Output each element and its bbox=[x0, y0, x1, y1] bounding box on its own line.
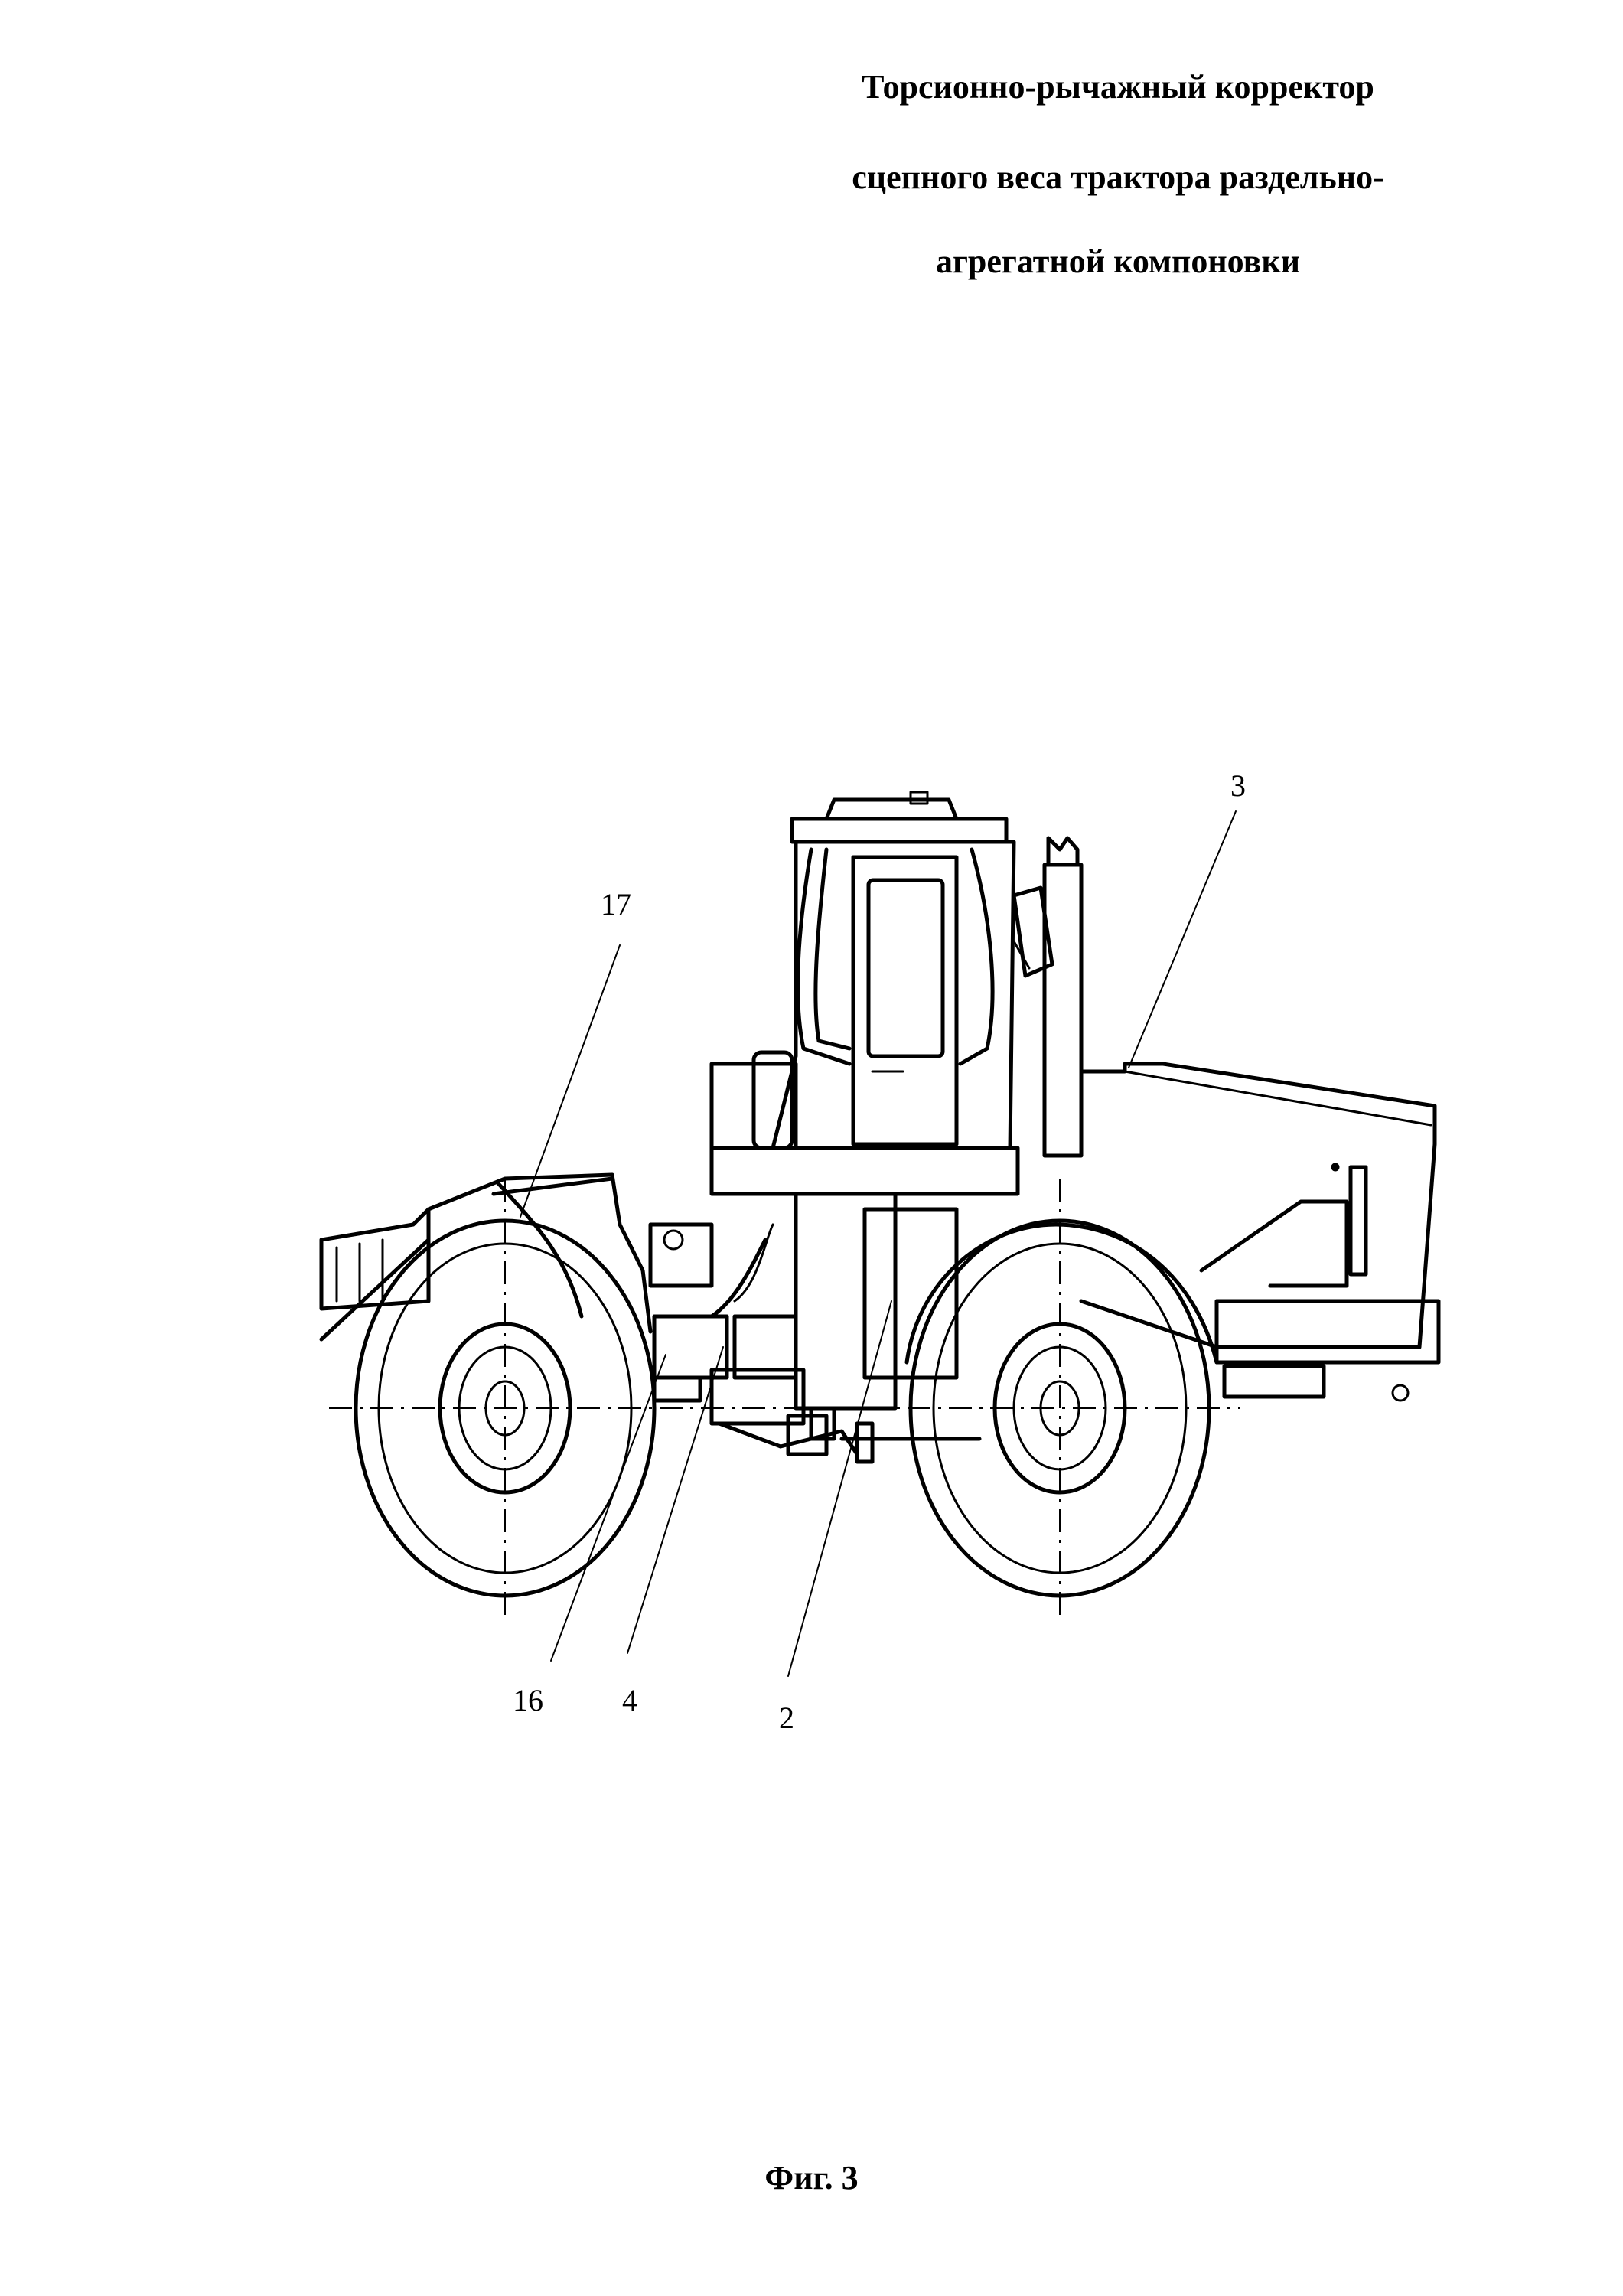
exhaust-stack bbox=[1042, 863, 1084, 1158]
leader-4 bbox=[627, 1346, 724, 1654]
exhaust-cap bbox=[1046, 836, 1080, 867]
side-mirror bbox=[1012, 885, 1054, 978]
rear-bumper bbox=[1214, 1299, 1441, 1365]
hood-gauge bbox=[1348, 1165, 1368, 1277]
leader-lines bbox=[520, 810, 1237, 1677]
figure-caption: Фиг. 3 bbox=[764, 2159, 859, 2197]
fender-top bbox=[491, 1176, 614, 1196]
front-fender bbox=[426, 1172, 653, 1334]
front-frame bbox=[319, 1172, 729, 1403]
cab-roof bbox=[790, 817, 1009, 844]
hood-rivet bbox=[1331, 1163, 1340, 1172]
cab bbox=[709, 791, 1054, 1196]
rear-support bbox=[855, 1421, 875, 1464]
callout-4: 4 bbox=[622, 1683, 637, 1717]
rear-hood bbox=[1079, 1062, 1441, 1402]
linkage bbox=[717, 1421, 859, 1456]
cab-door bbox=[851, 855, 959, 1146]
pivot-bolt bbox=[663, 1229, 684, 1251]
beacon-light bbox=[909, 791, 929, 805]
title-line-2: сцепного веса трактора раздельно- bbox=[852, 158, 1384, 196]
front-grille bbox=[319, 1207, 431, 1311]
hose-1 bbox=[709, 1238, 768, 1319]
corrector-17 bbox=[495, 1180, 584, 1319]
lever-bracket bbox=[652, 1375, 702, 1403]
callout-3: 3 bbox=[1230, 768, 1246, 803]
rear-fender bbox=[904, 1222, 1219, 1365]
lever-block bbox=[786, 1414, 829, 1456]
callout-2: 2 bbox=[779, 1701, 794, 1735]
exhaust-pipe bbox=[1042, 836, 1084, 1158]
cab-frame-right bbox=[958, 847, 995, 1066]
rear-box bbox=[1222, 1364, 1326, 1399]
tow-hitch bbox=[1391, 1384, 1410, 1402]
cab-frame-left bbox=[796, 847, 852, 1066]
rear-wheel bbox=[904, 1179, 1219, 1615]
center-frame bbox=[709, 1192, 982, 1464]
leader-3 bbox=[1128, 810, 1237, 1068]
step-box-2 bbox=[862, 1207, 959, 1380]
hood-outline bbox=[1079, 1062, 1437, 1349]
hose-2 bbox=[733, 1223, 774, 1303]
joint-pin bbox=[809, 1406, 836, 1441]
joint-mechanism-4 bbox=[709, 1368, 806, 1426]
callout-17: 17 bbox=[601, 887, 631, 921]
cab-frame-left-inner bbox=[813, 847, 852, 1051]
leader-17 bbox=[520, 944, 621, 1218]
cab-roof-top bbox=[824, 797, 959, 821]
front-wheel bbox=[354, 1179, 657, 1615]
leader-16 bbox=[550, 1354, 666, 1662]
front-bumper-brace bbox=[319, 1238, 431, 1342]
leader-2 bbox=[787, 1300, 892, 1677]
callout-16: 16 bbox=[513, 1683, 543, 1717]
title-line-1: Торсионно-рычажный корректор bbox=[862, 68, 1374, 106]
title-line-3: агрегатной компоновки bbox=[935, 243, 1301, 280]
hydraulic-block bbox=[732, 1314, 798, 1380]
air-filter bbox=[751, 1050, 794, 1150]
front-frame-beam bbox=[648, 1222, 714, 1288]
door-window bbox=[866, 878, 945, 1058]
hood-vent bbox=[1199, 1199, 1349, 1288]
cab-body bbox=[771, 840, 1016, 1150]
mirror-arm bbox=[1012, 940, 1031, 970]
cab-base bbox=[709, 1146, 1020, 1196]
hood-top-line bbox=[1123, 1070, 1432, 1127]
